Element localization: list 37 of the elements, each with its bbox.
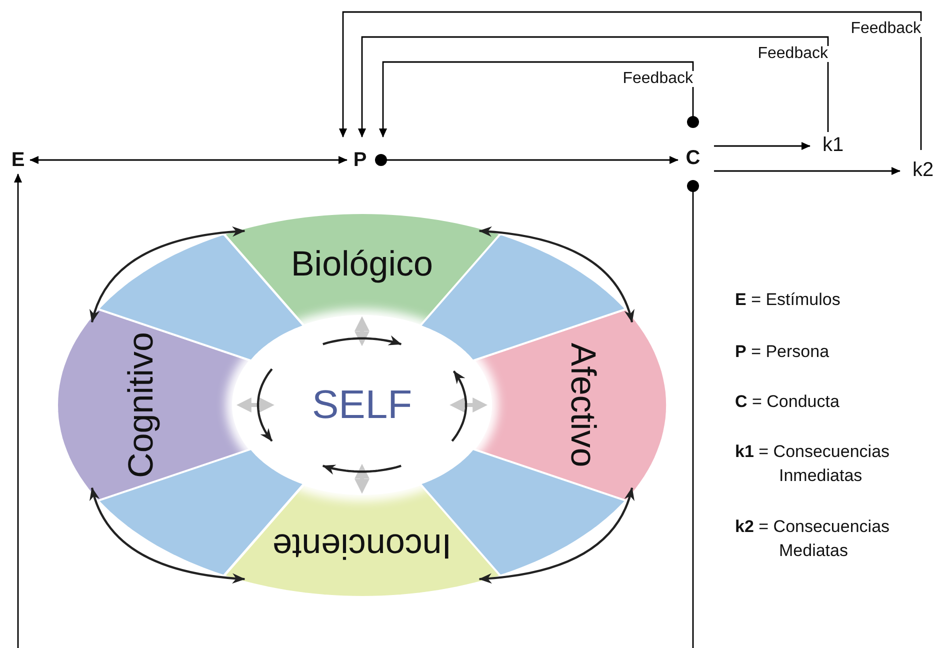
- variable-label: k2: [912, 160, 934, 180]
- double-arrow: [30, 156, 348, 164]
- ring-segment: [224, 484, 500, 597]
- double-arrow: [354, 316, 370, 346]
- variable-label: E: [11, 150, 25, 170]
- definition-text: P = Persona: [735, 341, 830, 363]
- double-arrow: [478, 226, 634, 323]
- arrow: [338, 11, 922, 150]
- segment-label: Cognitivo: [124, 332, 158, 478]
- arrow: [714, 142, 810, 150]
- double-arrow: [354, 464, 370, 494]
- edge-label: Feedback: [622, 71, 694, 87]
- segment-label: Inconciente: [272, 528, 452, 564]
- arrow: [378, 61, 699, 138]
- arrow: [358, 36, 829, 138]
- segment-label: Afectivo: [565, 342, 600, 468]
- variable-label: C: [686, 148, 700, 168]
- variable-label: P: [353, 150, 367, 170]
- center-label: SELF: [312, 385, 412, 425]
- ring-segment: [224, 213, 500, 326]
- arrow: [14, 174, 22, 648]
- edge-label: Feedback: [850, 21, 922, 37]
- arrow: [714, 166, 900, 176]
- definition-text: k1 = Consecuencias Inmediatas: [735, 441, 891, 487]
- variable-label: k1: [822, 135, 844, 155]
- connector-line: [687, 180, 699, 648]
- arrow: [375, 154, 678, 166]
- double-arrow: [90, 487, 246, 584]
- definition-text: C = Conducta: [735, 391, 840, 413]
- definition-text: E = Estímulos: [735, 289, 842, 311]
- edge-label: Feedback: [756, 46, 829, 62]
- double-arrow: [478, 487, 634, 584]
- double-arrow: [236, 398, 274, 412]
- segment-label: Biológico: [290, 246, 433, 282]
- double-arrow: [450, 398, 488, 412]
- double-arrow: [90, 226, 246, 323]
- definition-text: k2 = Consecuencias Mediatas: [735, 516, 891, 562]
